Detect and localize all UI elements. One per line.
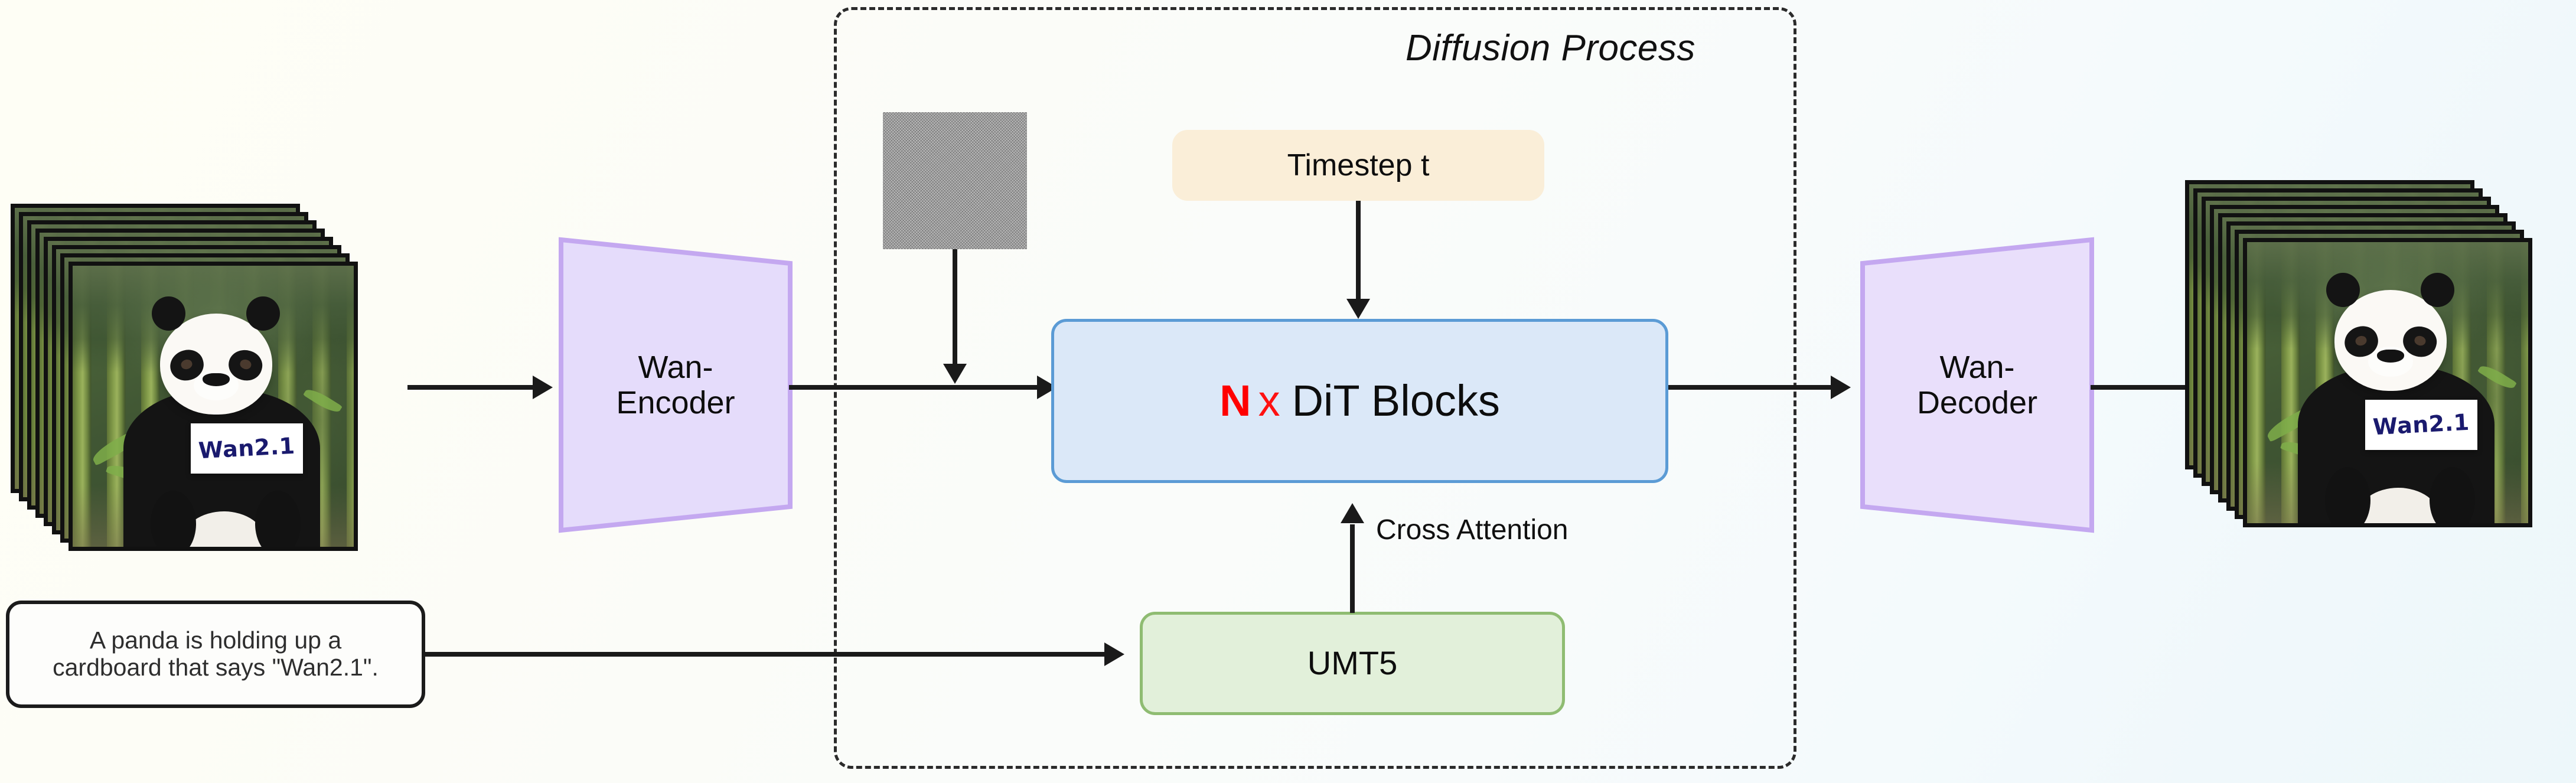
edge-dit-to-decoder-arrowhead bbox=[1831, 376, 1851, 399]
wan-decoder-node[interactable]: Wan- Decoder bbox=[1859, 236, 2095, 534]
timestep-label: Timestep t bbox=[1287, 148, 1430, 182]
text-prompt-box[interactable]: A panda is holding up a cardboard that s… bbox=[6, 601, 425, 708]
diffusion-process-title: Diffusion Process bbox=[1406, 28, 1695, 68]
wan-decoder-shape bbox=[1860, 237, 2094, 533]
cardboard-sign-text: Wan2.1 bbox=[2372, 409, 2470, 441]
edge-frames-to-encoder bbox=[407, 385, 535, 390]
prompt-line-1: A panda is holding up a bbox=[89, 627, 342, 654]
panda-head bbox=[152, 296, 281, 415]
edge-noise-to-latent bbox=[953, 249, 957, 364]
cardboard-sign: Wan2.1 bbox=[2365, 399, 2478, 451]
prompt-line-2: cardboard that says "Wan2.1". bbox=[53, 654, 379, 681]
edge-noise-arrowhead bbox=[943, 364, 967, 384]
dit-repeat-count: N bbox=[1219, 376, 1251, 425]
umt5-label: UMT5 bbox=[1307, 644, 1398, 682]
cross-attention-label: Cross Attention bbox=[1376, 514, 1569, 546]
cardboard-sign-text: Wan2.1 bbox=[198, 433, 296, 464]
edge-timestep-to-dit bbox=[1356, 201, 1361, 299]
edge-encoder-to-dit bbox=[789, 385, 1044, 390]
edge-timestep-arrowhead bbox=[1346, 299, 1370, 319]
umt5-node[interactable]: UMT5 bbox=[1140, 612, 1565, 715]
edge-umt5-to-dit bbox=[1350, 524, 1355, 613]
wan-encoder-node[interactable]: Wan- Encoder bbox=[557, 236, 794, 534]
cardboard-sign: Wan2.1 bbox=[190, 423, 304, 474]
edge-prompt-to-umt5 bbox=[423, 652, 1107, 657]
edge-frames-to-encoder-arrowhead bbox=[533, 376, 553, 399]
timestep-node[interactable]: Timestep t bbox=[1172, 130, 1544, 201]
edge-decoder-to-frames bbox=[2091, 385, 2193, 390]
edge-dit-to-decoder bbox=[1668, 385, 1834, 390]
dit-times-symbol: x bbox=[1258, 376, 1280, 425]
out-frame-front: Wan2.1 bbox=[2243, 238, 2532, 527]
input-video-frames: Wan2.1 bbox=[11, 204, 400, 593]
dit-blocks-label: DiT Blocks bbox=[1292, 376, 1500, 425]
output-video-frames: Wan2.1 bbox=[2185, 180, 2575, 593]
edge-prompt-to-umt5-arrowhead bbox=[1104, 642, 1124, 666]
edge-cross-attention-arrowhead bbox=[1341, 503, 1364, 523]
wan-encoder-shape bbox=[559, 237, 793, 533]
gaussian-noise-latent bbox=[883, 112, 1027, 249]
frame-front-input: Wan2.1 bbox=[69, 262, 358, 551]
panda-head bbox=[2326, 272, 2455, 392]
